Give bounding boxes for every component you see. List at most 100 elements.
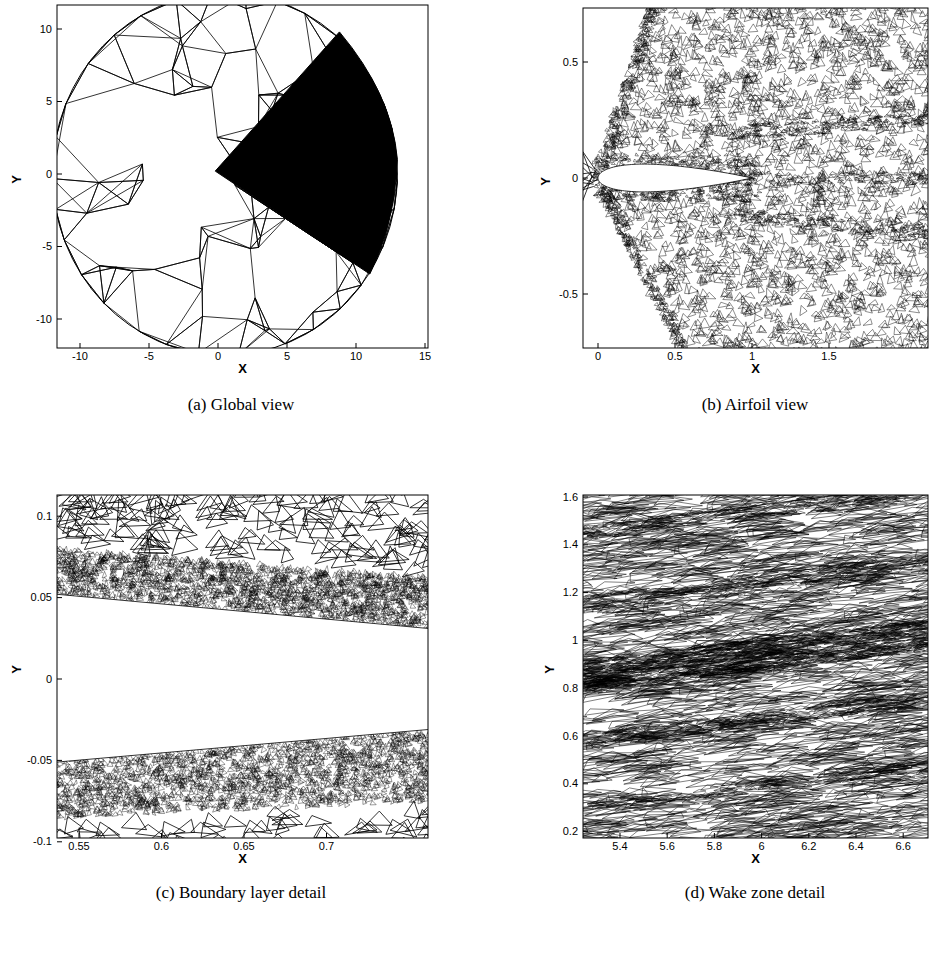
tick-label: 6.4 [848,840,863,853]
axis-label: Y [538,177,553,186]
tick-label: 1 [749,350,755,363]
tick-label: 1.6 [563,491,578,504]
tick-label: 0.05 [31,591,52,604]
tick-label: 0.55 [68,840,89,853]
tick-mark [675,343,676,348]
tick-mark [583,592,588,593]
tick-mark [57,679,62,680]
tick-mark [57,597,62,598]
tick-mark [583,736,588,737]
tick-label: 1.4 [563,538,578,551]
tick-label: 1.5 [821,350,836,363]
tick-mark [425,343,426,348]
tick-mark [598,343,599,348]
axis-label: X [751,852,760,867]
caption: (d) Wake zone detail [685,883,825,903]
tick-mark [583,831,588,832]
tick-label: -0.1 [33,835,52,848]
tick-mark [667,833,668,838]
coarse-mesh [583,8,598,348]
tick-mark [761,833,762,838]
tick-mark [714,833,715,838]
tick-mark [57,516,62,517]
airfoil-mesh [583,8,928,348]
tick-mark [903,833,904,838]
tick-label: 5.8 [707,840,722,853]
tick-label: 6.6 [896,840,911,853]
axis-label: Y [9,175,24,184]
airfoil-shape [598,164,752,192]
tick-label: 0.7 [319,840,334,853]
caption: (b) Airfoil view [702,395,809,415]
wake-mesh [583,495,928,838]
tick-label: 10 [40,23,52,36]
tick-label: 0.2 [563,825,578,838]
tick-label: 15 [419,350,431,363]
tick-mark [244,833,245,838]
tick-mark [80,343,81,348]
wake-band-mesh [583,495,928,815]
tick-label: 0.5 [667,350,682,363]
tick-mark [829,343,830,348]
axis-label: X [238,852,247,867]
caption: (c) Boundary layer detail [156,883,326,903]
plot-frame [583,495,928,838]
tick-label: 0.1 [37,510,52,523]
tick-label: 6.2 [801,840,816,853]
plot-frame [583,8,928,348]
tick-label: 10 [350,350,362,363]
refined-region [215,32,397,274]
tick-mark [57,760,62,761]
tick-mark [57,841,62,842]
tick-mark [620,833,621,838]
global-mesh [57,5,397,348]
tick-mark [583,544,588,545]
axis-label: Y [9,665,24,674]
tick-mark [161,833,162,838]
tick-label: 0.5 [563,56,578,69]
tick-label: 5 [46,95,52,108]
tick-mark [356,343,357,348]
tick-label: 0.65 [233,840,254,853]
tick-mark [326,833,327,838]
tick-mark [57,319,62,320]
tick-label: -0.05 [27,754,52,767]
tick-label: -5 [42,240,52,253]
refined-mesh [592,8,928,348]
tick-label: 6 [759,840,765,853]
axis-label: X [238,362,247,377]
far-field-boundary [57,5,397,348]
far-field-mesh [57,5,397,348]
tick-mark [583,497,588,498]
tick-mark [57,29,62,30]
plot-frame [57,495,428,838]
tick-mark [287,343,288,348]
boundary-layer-mesh [57,495,428,838]
tick-mark [583,688,588,689]
tick-label: 0.6 [154,840,169,853]
tick-label: 1.2 [563,586,578,599]
tick-mark [752,343,753,348]
tick-mark [57,174,62,175]
tick-label: 0 [46,673,52,686]
tick-mark [808,833,809,838]
tick-label: -10 [72,350,88,363]
tick-mark [856,833,857,838]
tick-label: -10 [36,313,52,326]
tick-label: 1 [572,634,578,647]
tick-label: 0 [215,350,221,363]
caption: (a) Global view [188,395,295,415]
tick-mark [57,101,62,102]
tick-label: 0 [572,172,578,185]
tick-mark [218,343,219,348]
airfoil-interior [57,592,428,765]
tick-label: 0 [595,350,601,363]
tick-label: -0.5 [559,288,578,301]
tick-label: 0.4 [563,777,578,790]
airfoil-surface [57,592,428,765]
axis-label: X [751,362,760,377]
tick-label: 5 [284,350,290,363]
wake-mesh [583,495,928,838]
